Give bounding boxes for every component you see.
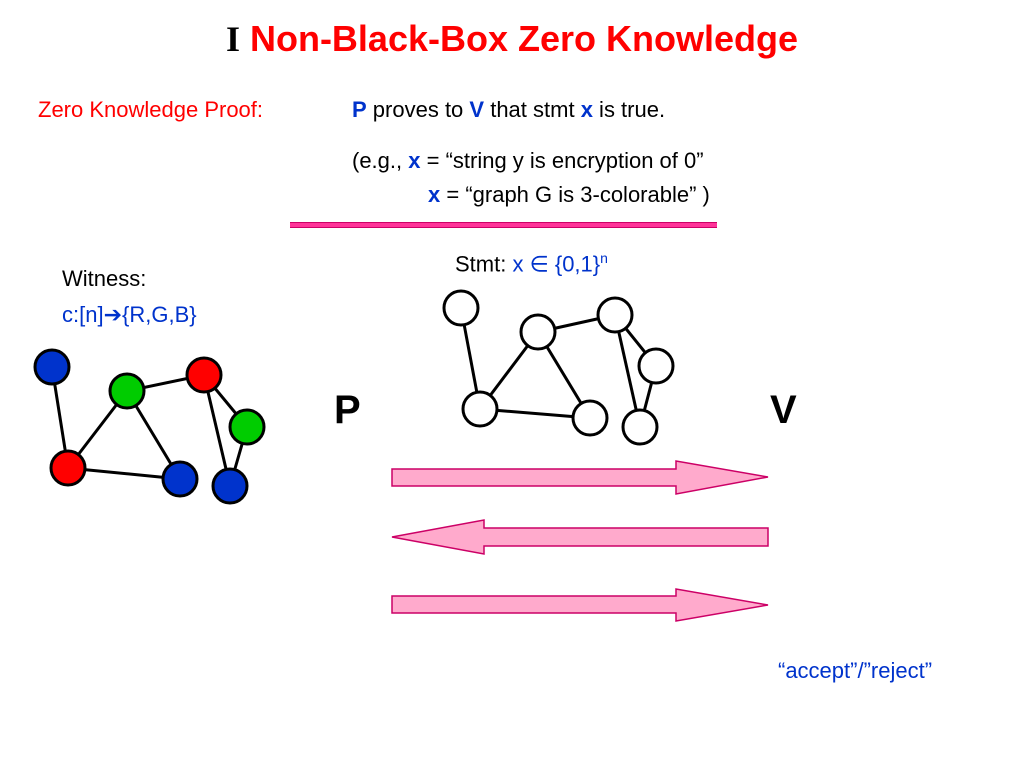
graph-node [161, 460, 199, 498]
graph-node [637, 347, 675, 385]
colored-graph [33, 348, 266, 505]
example-line-2: x = “graph G is 3-colorable” ) [428, 182, 710, 208]
arrow-right-1 [391, 460, 769, 495]
example-x2: x [428, 182, 441, 207]
graph-edge [67, 466, 181, 481]
example-line-1: (e.g., x = “string y is encryption of 0” [352, 148, 704, 174]
stmt-prefix: Stmt: [455, 251, 513, 277]
zkp-that-stmt: that stmt [484, 97, 581, 122]
message-arrows [391, 460, 769, 622]
graph-node [571, 399, 609, 437]
accept-reject-label: “accept”/”reject” [778, 658, 933, 683]
graph-node [49, 449, 87, 487]
statement-graph [442, 289, 675, 446]
graph-node [461, 390, 499, 428]
title-text: Non-Black-Box Zero Knowledge [249, 18, 799, 59]
graph-node [211, 467, 249, 505]
example-open: (e.g., [352, 148, 409, 173]
graph-edge [202, 374, 232, 487]
section-number: I [225, 19, 240, 59]
graph-node [596, 296, 634, 334]
zkp-proves-to: proves to [366, 97, 470, 122]
arrow-left [391, 519, 769, 555]
stmt-exponent: n [600, 250, 608, 266]
graph-node [228, 408, 266, 446]
example-x1: x [408, 148, 421, 173]
graph-node [185, 356, 223, 394]
graph-node [108, 372, 146, 410]
arrow-icon: ➔ [103, 302, 123, 327]
zkp-verifier: V [469, 97, 485, 122]
witness-label: Witness: [62, 266, 147, 291]
zkp-statement: P proves to V that stmt x is true. [352, 97, 665, 123]
zkp-is-true: is true. [592, 97, 666, 122]
stmt-expression: x ∈ {0,1} [512, 251, 601, 277]
graph-node [621, 408, 659, 446]
verifier-label: V [770, 388, 797, 432]
arrow-right-2 [391, 588, 769, 622]
example-line1-rest: = “string y is encryption of 0” [420, 148, 704, 173]
zkp-prover: P [352, 97, 367, 122]
witness-map-suffix: {R,G,B} [122, 302, 197, 327]
zkp-x: x [580, 97, 593, 122]
prover-label: P [334, 388, 361, 432]
graph-node [33, 348, 71, 386]
graph-node [519, 313, 557, 351]
zkp-label: Zero Knowledge Proof: [38, 97, 264, 122]
example-line2-rest: = “graph G is 3-colorable” ) [440, 182, 710, 207]
witness-map-prefix: c:[n] [62, 302, 104, 327]
witness-coloring: c:[n]➔{R,G,B} [62, 302, 197, 328]
divider [290, 222, 717, 228]
graph-edge [613, 314, 642, 428]
graph-node [442, 289, 480, 327]
stmt-label: Stmt: x ∈ {0,1}n [455, 250, 608, 277]
